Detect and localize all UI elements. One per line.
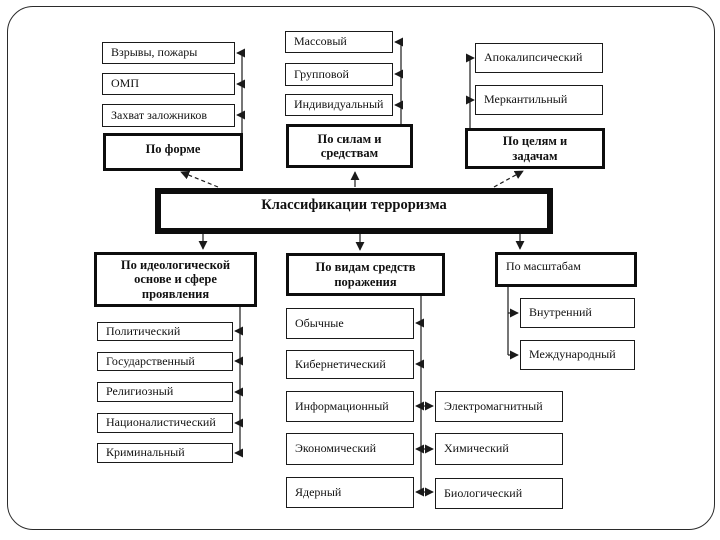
category-by-scale: По масштабам (495, 252, 637, 287)
node-biological: Биологический (435, 478, 563, 509)
central-node-classification: Классификации терроризма (155, 188, 553, 234)
node-international: Международный (520, 340, 635, 370)
node-conventional: Обычные (286, 308, 414, 339)
node-wmd: ОМП (102, 73, 235, 95)
category-by-ideology: По идеологической основе и сфере проявле… (94, 252, 257, 307)
node-political: Политический (97, 322, 233, 341)
node-individual: Индивидуальный (285, 94, 393, 116)
node-apocalyptic: Апокалипсический (475, 43, 603, 73)
category-by-form: По форме (103, 133, 243, 171)
node-group: Групповой (285, 63, 393, 86)
category-by-goals-tasks: По целям и задачам (465, 128, 605, 169)
slide-border-frame (7, 6, 715, 530)
node-electromagnetic: Электромагнитный (435, 391, 563, 422)
node-chemical: Химический (435, 433, 563, 465)
node-cybernetic: Кибернетический (286, 350, 414, 379)
category-by-forces-means: По силам и средствам (286, 124, 413, 168)
node-state: Государственный (97, 352, 233, 371)
node-economic: Экономический (286, 433, 414, 465)
node-mass: Массовый (285, 31, 393, 53)
node-mercantile: Меркантильный (475, 85, 603, 115)
node-explosions-fires: Взрывы, пожары (102, 42, 235, 64)
node-internal: Внутренний (520, 298, 635, 328)
category-by-weapon-types: По видам средств поражения (286, 253, 445, 296)
node-criminal: Криминальный (97, 443, 233, 463)
node-nationalist: Националистический (97, 413, 233, 433)
node-hostage-taking: Захват заложников (102, 104, 235, 127)
node-religious: Религиозный (97, 382, 233, 402)
node-informational: Информационный (286, 391, 414, 422)
node-nuclear: Ядерный (286, 477, 414, 508)
